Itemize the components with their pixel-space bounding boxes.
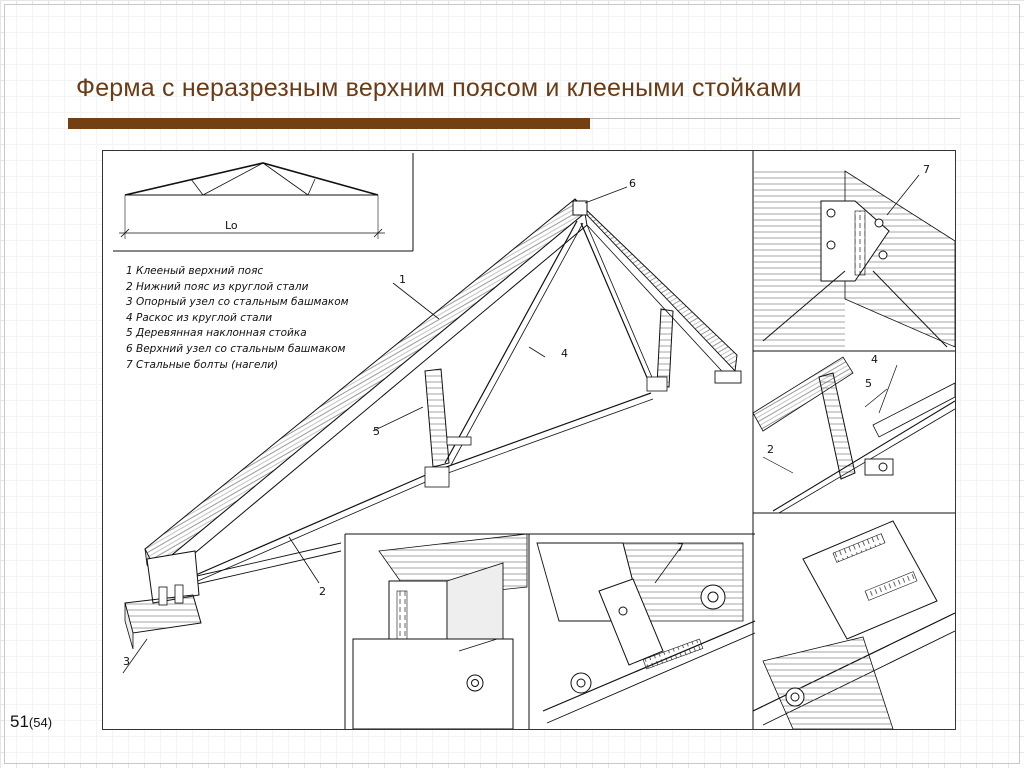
span-label: Lo: [225, 219, 238, 232]
legend-item: 1 Клееный верхний пояс: [126, 265, 264, 277]
truss-drawing: Lo: [102, 150, 956, 730]
callout-1: 1: [399, 273, 406, 286]
callout-4: 4: [561, 347, 568, 360]
title-accent-bar: [68, 118, 590, 129]
legend-item: 3 Опорный узел со стальным башмаком: [126, 296, 349, 309]
overview-scheme: [113, 153, 414, 252]
detail-post-joint: [752, 356, 955, 514]
page-total: (54): [28, 715, 53, 730]
callout-5-detail: 5: [865, 377, 872, 390]
callout-2: 2: [319, 585, 326, 598]
detail-support-node: [352, 533, 528, 729]
title-underline: [590, 118, 960, 119]
page-current: 51: [10, 712, 29, 731]
legend-item: 4 Раскос из круглой стали: [126, 311, 273, 324]
legend-item: 7 Стальные болты (нагели): [126, 358, 279, 371]
callout-7-top: 7: [923, 163, 930, 176]
legend-item: 5 Деревянная наклонная стойка: [126, 327, 307, 340]
detail-bolts: [536, 542, 756, 724]
callout-leaders: [122, 186, 628, 674]
callout-6: 6: [629, 177, 636, 190]
detail-top-node: [753, 170, 955, 348]
legend-item: 6 Верхний узел со стальным башмаком: [126, 342, 346, 355]
main-truss: [124, 198, 742, 650]
callout-5: 5: [373, 425, 380, 438]
legend: 1 Клееный верхний пояс 2 Нижний пояс из …: [126, 264, 426, 373]
detail-bottom-plate: [752, 520, 955, 729]
slide-title: Ферма с неразрезным верхним поясом и кле…: [76, 74, 802, 102]
callout-4-detail: 4: [871, 353, 878, 366]
callout-3: 3: [123, 655, 130, 668]
legend-item: 2 Нижний пояс из круглой стали: [126, 280, 309, 293]
callout-7-bolts: 7: [677, 541, 684, 554]
page-number: 51(54): [10, 712, 52, 732]
callout-2-detail: 2: [767, 443, 774, 456]
truss-illustration: Lo: [113, 151, 955, 729]
